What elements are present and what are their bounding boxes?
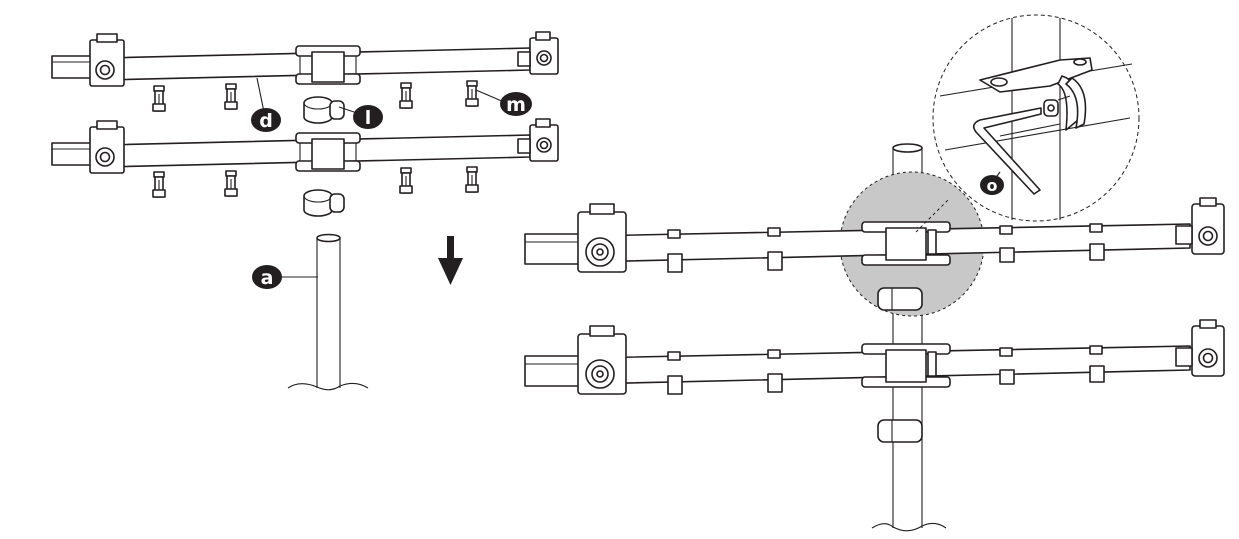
upper-crossbar (51, 31, 559, 87)
callout-o: o (980, 175, 1004, 195)
callout-d-label: d (259, 110, 273, 132)
arrow-down-icon (438, 236, 463, 285)
callout-m: m (500, 92, 532, 116)
pole (287, 233, 369, 391)
bracket-screw (152, 85, 166, 112)
bracket-screw (465, 166, 479, 193)
bracket-screw (399, 82, 413, 109)
bracket-screw (399, 167, 413, 194)
assembled-collar-lower (877, 419, 923, 443)
bracket-screw (152, 171, 166, 198)
callout-a: a (252, 265, 282, 289)
callout-m-label: m (506, 94, 526, 116)
lower-crossbar (51, 118, 559, 174)
callout-o-label: o (987, 176, 998, 195)
bracket-screw (224, 170, 238, 197)
callout-l-label: l (365, 107, 372, 129)
assembled-collar-upper (877, 287, 923, 311)
detail-zoom-view (932, 14, 1140, 222)
assembled-lower-crossbar (524, 319, 1225, 395)
collar-upper (303, 96, 345, 124)
callout-a-label: a (261, 267, 274, 289)
callout-l: l (353, 105, 383, 129)
bracket-screw (224, 83, 238, 110)
collar-lower (303, 189, 345, 217)
bracket-screw (465, 80, 479, 107)
callout-d: d (251, 108, 281, 132)
